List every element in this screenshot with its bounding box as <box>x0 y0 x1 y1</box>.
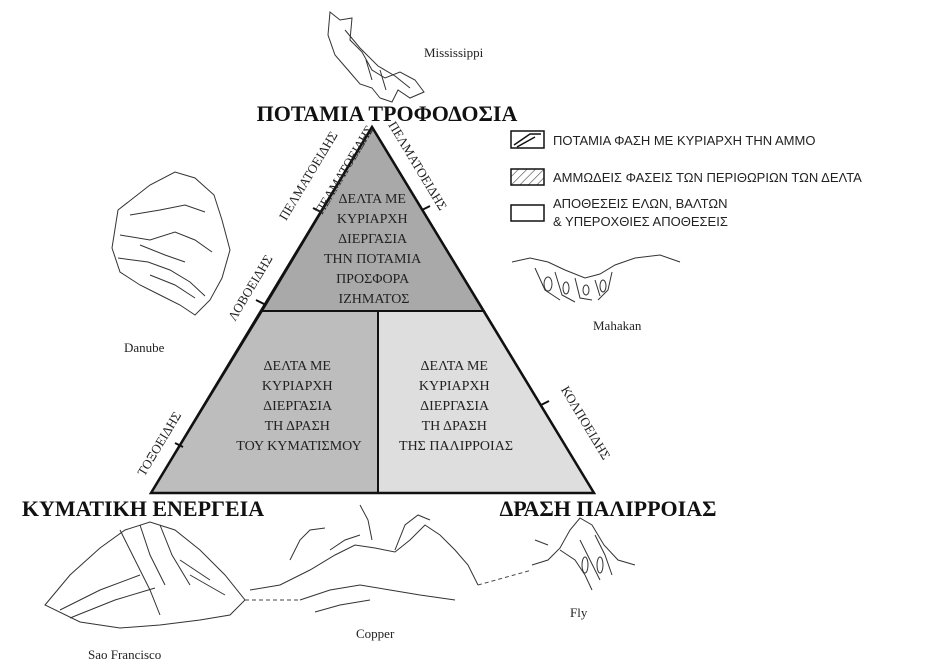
wave-line-4: ΤΗ ΔΡΑΣΗ <box>265 419 330 434</box>
legend: ΠΟΤΑΜΙΑ ΦΑΣΗ ΜΕ ΚΥΡΙΑΡΧΗ ΤΗΝ ΑΜΜΟ ΑΜΜΩΔΕ… <box>510 130 862 229</box>
corner-title-wave: ΚΥΜΑΤΙΚΗ ΕΝΕΡΓΕΙΑ <box>22 496 264 521</box>
wave-line-2: ΚΥΡΙΑΡΧΗ <box>262 379 333 394</box>
river-line-5: ΠΡΟΣΦΟΡΑ <box>336 272 410 287</box>
mahakan-label: Mahakan <box>593 318 642 333</box>
river-line-4: ΤΗΝ ΠΟΤΑΜΙΑ <box>324 252 422 267</box>
danube-label: Danube <box>124 340 165 355</box>
tide-line-5: ΤΗΣ ΠΑΛΙΡΡΟΙΑΣ <box>399 439 513 454</box>
river-line-6: ΙΖΗΜΑΤΟΣ <box>339 292 410 307</box>
mississippi-delta-sketch <box>327 11 425 103</box>
legend-label-marsh-deposits: ΑΠΟΘΕΣΕΙΣ ΕΛΩΝ, ΒΑΛΤΩΝ & ΥΠΕΡΟΧΘΙΕΣ ΑΠΟΘ… <box>553 196 731 229</box>
corner-title-tide: ΔΡΑΣΗ ΠΑΛΙΡΡΟΙΑΣ <box>499 496 716 521</box>
legend-label-river-sand: ΠΟΤΑΜΙΑ ΦΑΣΗ ΜΕ ΚΥΡΙΑΡΧΗ ΤΗΝ ΑΜΜΟ <box>553 133 815 148</box>
tide-line-3: ΔΙΕΡΓΑΣΙΑ <box>420 399 490 414</box>
river-region-text: ΔΕΛΤΑ ΜΕ ΚΥΡΙΑΡΧΗ ΔΙΕΡΓΑΣΙΑ ΤΗΝ ΠΟΤΑΜΙΑ … <box>324 192 424 307</box>
wave-region-text: ΔΕΛΤΑ ΜΕ ΚΥΡΙΑΡΧΗ ΔΙΕΡΓΑΣΙΑ ΤΗ ΔΡΑΣΗ ΤΟΥ… <box>236 359 361 454</box>
tide-line-4: ΤΗ ΔΡΑΣΗ <box>422 419 487 434</box>
wave-line-5: ΤΟΥ ΚΥΜΑΤΙΣΜΟΥ <box>236 439 361 454</box>
copper-delta-sketch <box>249 504 479 613</box>
guide-lines <box>245 569 533 601</box>
side-ticks <box>174 205 550 448</box>
tide-line-1: ΔΕΛΤΑ ΜΕ <box>421 359 488 374</box>
mississippi-label: Mississippi <box>424 45 484 60</box>
legend-swatch-marsh-deposits <box>510 204 545 222</box>
wave-line-3: ΔΙΕΡΓΑΣΙΑ <box>263 399 333 414</box>
river-line-2: ΚΥΡΙΑΡΧΗ <box>337 212 408 227</box>
corner-title-river: ΠΟΤΑΜΙΑ ΤΡΟΦΟΔΟΣΙΑ <box>257 101 518 126</box>
legend-label-delta-margin-sand: ΑΜΜΩΔΕΙΣ ΦΑΣΕΙΣ ΤΩΝ ΠΕΡΙΘΩΡΙΩΝ ΤΩΝ ΔΕΛΤΑ <box>553 170 862 185</box>
legend-swatch-river-sand <box>510 130 545 149</box>
mahakan-delta-sketch <box>511 254 681 303</box>
river-line-1: ΔΕΛΤΑ ΜΕ <box>339 192 406 207</box>
danube-delta-sketch <box>111 171 231 316</box>
river-line-3: ΔΙΕΡΓΑΣΙΑ <box>338 232 408 247</box>
copper-label: Copper <box>356 626 395 641</box>
sao-francisco-delta-sketch <box>44 521 246 629</box>
tide-line-2: ΚΥΡΙΑΡΧΗ <box>419 379 490 394</box>
legend-swatch-delta-margin-sand <box>510 168 545 186</box>
fly-label: Fly <box>570 605 588 620</box>
tide-region-text: ΔΕΛΤΑ ΜΕ ΚΥΡΙΑΡΧΗ ΔΙΕΡΓΑΣΙΑ ΤΗ ΔΡΑΣΗ ΤΗΣ… <box>399 359 513 454</box>
wave-line-1: ΔΕΛΤΑ ΜΕ <box>264 359 331 374</box>
triangle-outline <box>148 124 597 495</box>
sao-francisco-label: Sao Francisco <box>88 647 161 662</box>
fly-delta-sketch <box>531 517 636 591</box>
